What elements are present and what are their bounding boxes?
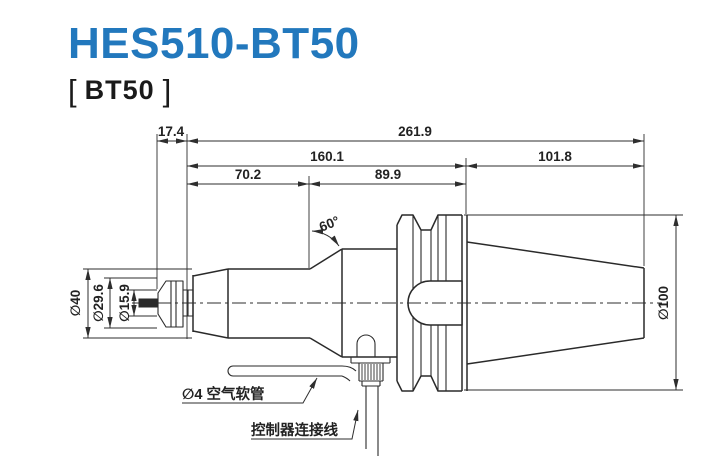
air-hose-outline	[227, 365, 357, 382]
connector-assembly-group	[227, 334, 391, 456]
dimension-labels-group: 17.4 261.9 160.1 101.8 70.2 89.9 60° ∅40…	[68, 124, 671, 322]
leader-controller-cable	[251, 409, 359, 440]
dim-arc-cone-angle	[311, 229, 340, 247]
subtitle-open-bracket: [	[68, 73, 77, 108]
callout-air-hose: ∅4 空气软管	[182, 385, 265, 403]
page-title: HES510-BT50	[68, 19, 360, 68]
sensor-dome-outline	[356, 334, 376, 357]
dim-label-spindle-diameter: ∅40	[68, 290, 83, 317]
controller-cable-outline	[365, 386, 379, 456]
dim-label-cone-angle: 60°	[317, 213, 342, 235]
cable-gland-outline	[361, 380, 381, 387]
knurl-stripes	[361, 364, 381, 380]
dimension-lines-group	[85, 138, 679, 390]
spindle-nose-outline	[192, 268, 229, 339]
dim-label-taper-length: 101.8	[538, 149, 572, 164]
dim-label-mid-length: 89.9	[375, 167, 401, 182]
dim-label-nut-diameter: ∅29.6	[91, 284, 106, 322]
dim-label-front-length: 70.2	[235, 167, 261, 182]
subtitle: [ BT50]	[68, 73, 171, 108]
leader-air-hose	[182, 377, 318, 404]
dim-label-flange-diameter: ∅100	[656, 286, 671, 320]
callout-controller-cable: 控制器连接线	[251, 421, 338, 439]
dim-label-nose-protrusion: 17.4	[158, 124, 185, 139]
dim-label-collet-diameter: ∅15.9	[117, 284, 132, 322]
extension-lines	[83, 134, 683, 391]
callout-leaders-group	[182, 377, 359, 440]
dim-label-overall-length: 261.9	[398, 124, 432, 139]
subtitle-label: BT50	[85, 75, 155, 105]
spindle-body-outline	[228, 268, 310, 339]
dim-label-body-length: 160.1	[310, 149, 344, 164]
collet-pin	[138, 298, 159, 308]
subtitle-close-bracket: ]	[163, 73, 172, 108]
